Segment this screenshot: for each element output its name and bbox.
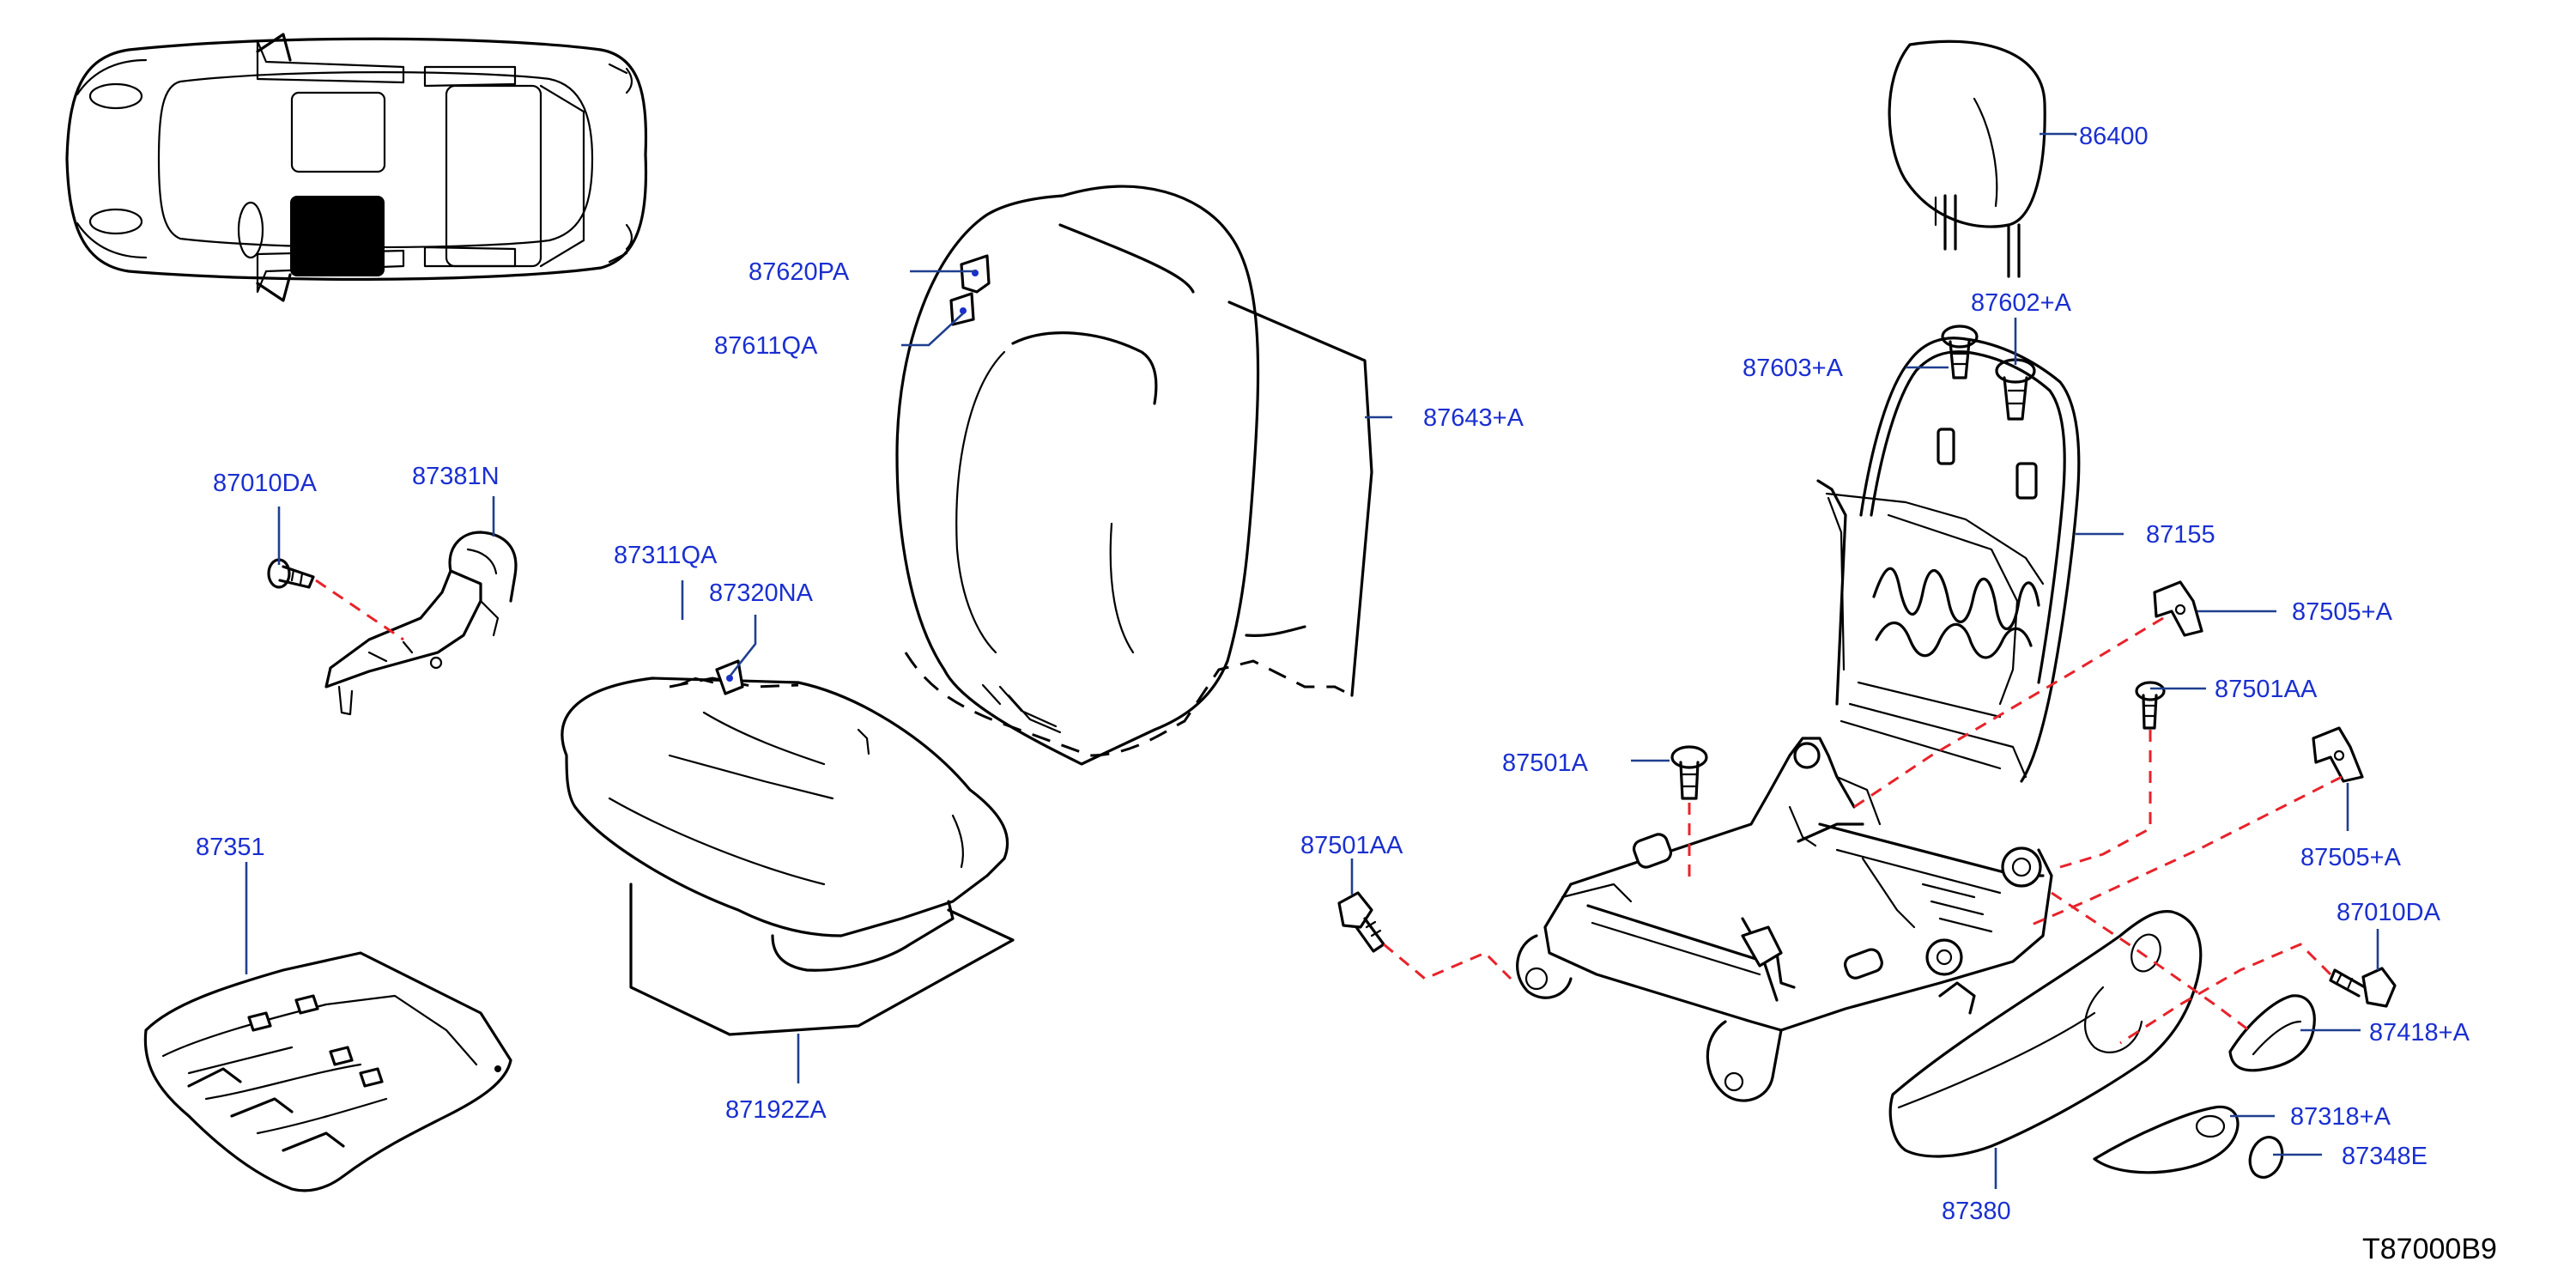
recline-lever-87418A bbox=[2228, 994, 2316, 1072]
leader-lines bbox=[245, 132, 2379, 1189]
clip-87311QA bbox=[676, 676, 714, 687]
label-87501AA: 87501AA bbox=[1300, 832, 1403, 859]
label-87505A-lower: 87505+A bbox=[2300, 844, 2402, 871]
label-87010DA-right: 87010DA bbox=[2337, 899, 2441, 926]
bolt-87501AA-top bbox=[2135, 681, 2166, 730]
label-87192ZA: 87192ZA bbox=[725, 1096, 827, 1124]
label-87348E: 87348E bbox=[2342, 1143, 2428, 1170]
label-87603A: 87603+A bbox=[1743, 355, 1844, 382]
label-87010DA-left: 87010DA bbox=[213, 470, 318, 497]
seatback-clip-87611QA bbox=[949, 292, 975, 326]
label-87311QA: 87311QA bbox=[614, 542, 718, 569]
bracket-87505A-lower bbox=[2312, 726, 2364, 783]
label-87320NA: 87320NA bbox=[709, 579, 814, 607]
label-87381N: 87381N bbox=[412, 463, 500, 490]
cushion-pan-87351 bbox=[143, 951, 512, 1192]
bracket-87381N bbox=[324, 531, 518, 716]
car-locator-view bbox=[65, 33, 648, 302]
bolt-87501AA bbox=[1337, 891, 1385, 953]
side-cover-87380 bbox=[1888, 910, 2203, 1158]
part-labels: 86400 87602+A 87603+A 87643+A 87620PA 87… bbox=[196, 123, 2470, 1225]
label-87155: 87155 bbox=[2146, 521, 2215, 549]
bolt-87010DA-left bbox=[267, 558, 315, 589]
label-87602A: 87602+A bbox=[1971, 289, 2072, 317]
seat-cushion-frame bbox=[1516, 737, 2053, 1102]
label-87318A: 87318+A bbox=[2290, 1103, 2391, 1131]
diagram-code: T87000B9 bbox=[2362, 1233, 2497, 1265]
label-87505A-upper: 87505+A bbox=[2292, 598, 2393, 626]
label-87620PA: 87620PA bbox=[749, 258, 850, 286]
bolt-87501A bbox=[1670, 745, 1708, 800]
label-86400: 86400 bbox=[2079, 123, 2149, 150]
label-87351: 87351 bbox=[196, 834, 265, 861]
label-87611QA: 87611QA bbox=[714, 332, 818, 360]
bolt-87010DA-right bbox=[2329, 967, 2397, 1008]
cap-87348E bbox=[2248, 1136, 2284, 1179]
highlighted-seat-marker bbox=[290, 196, 385, 276]
bracket-87505A-upper bbox=[2153, 580, 2203, 637]
label-87501AA-top: 87501AA bbox=[2215, 676, 2318, 703]
lift-knob-87318A bbox=[2093, 1105, 2240, 1174]
cushion-pad-87192ZA bbox=[629, 883, 1015, 1036]
assembly-dash-lines bbox=[315, 579, 2343, 1045]
label-87501A: 87501A bbox=[1502, 749, 1589, 777]
label-87418A: 87418+A bbox=[2369, 1019, 2470, 1046]
seatback-clip-87620PA bbox=[960, 254, 991, 294]
label-87643A: 87643+A bbox=[1423, 404, 1524, 432]
headrest bbox=[1888, 39, 2046, 278]
headrest-guide-87603 bbox=[1941, 325, 1979, 379]
seatback-frame bbox=[1816, 337, 2081, 783]
label-87380: 87380 bbox=[1942, 1198, 2011, 1225]
seat-cushion-trim bbox=[561, 676, 1009, 937]
